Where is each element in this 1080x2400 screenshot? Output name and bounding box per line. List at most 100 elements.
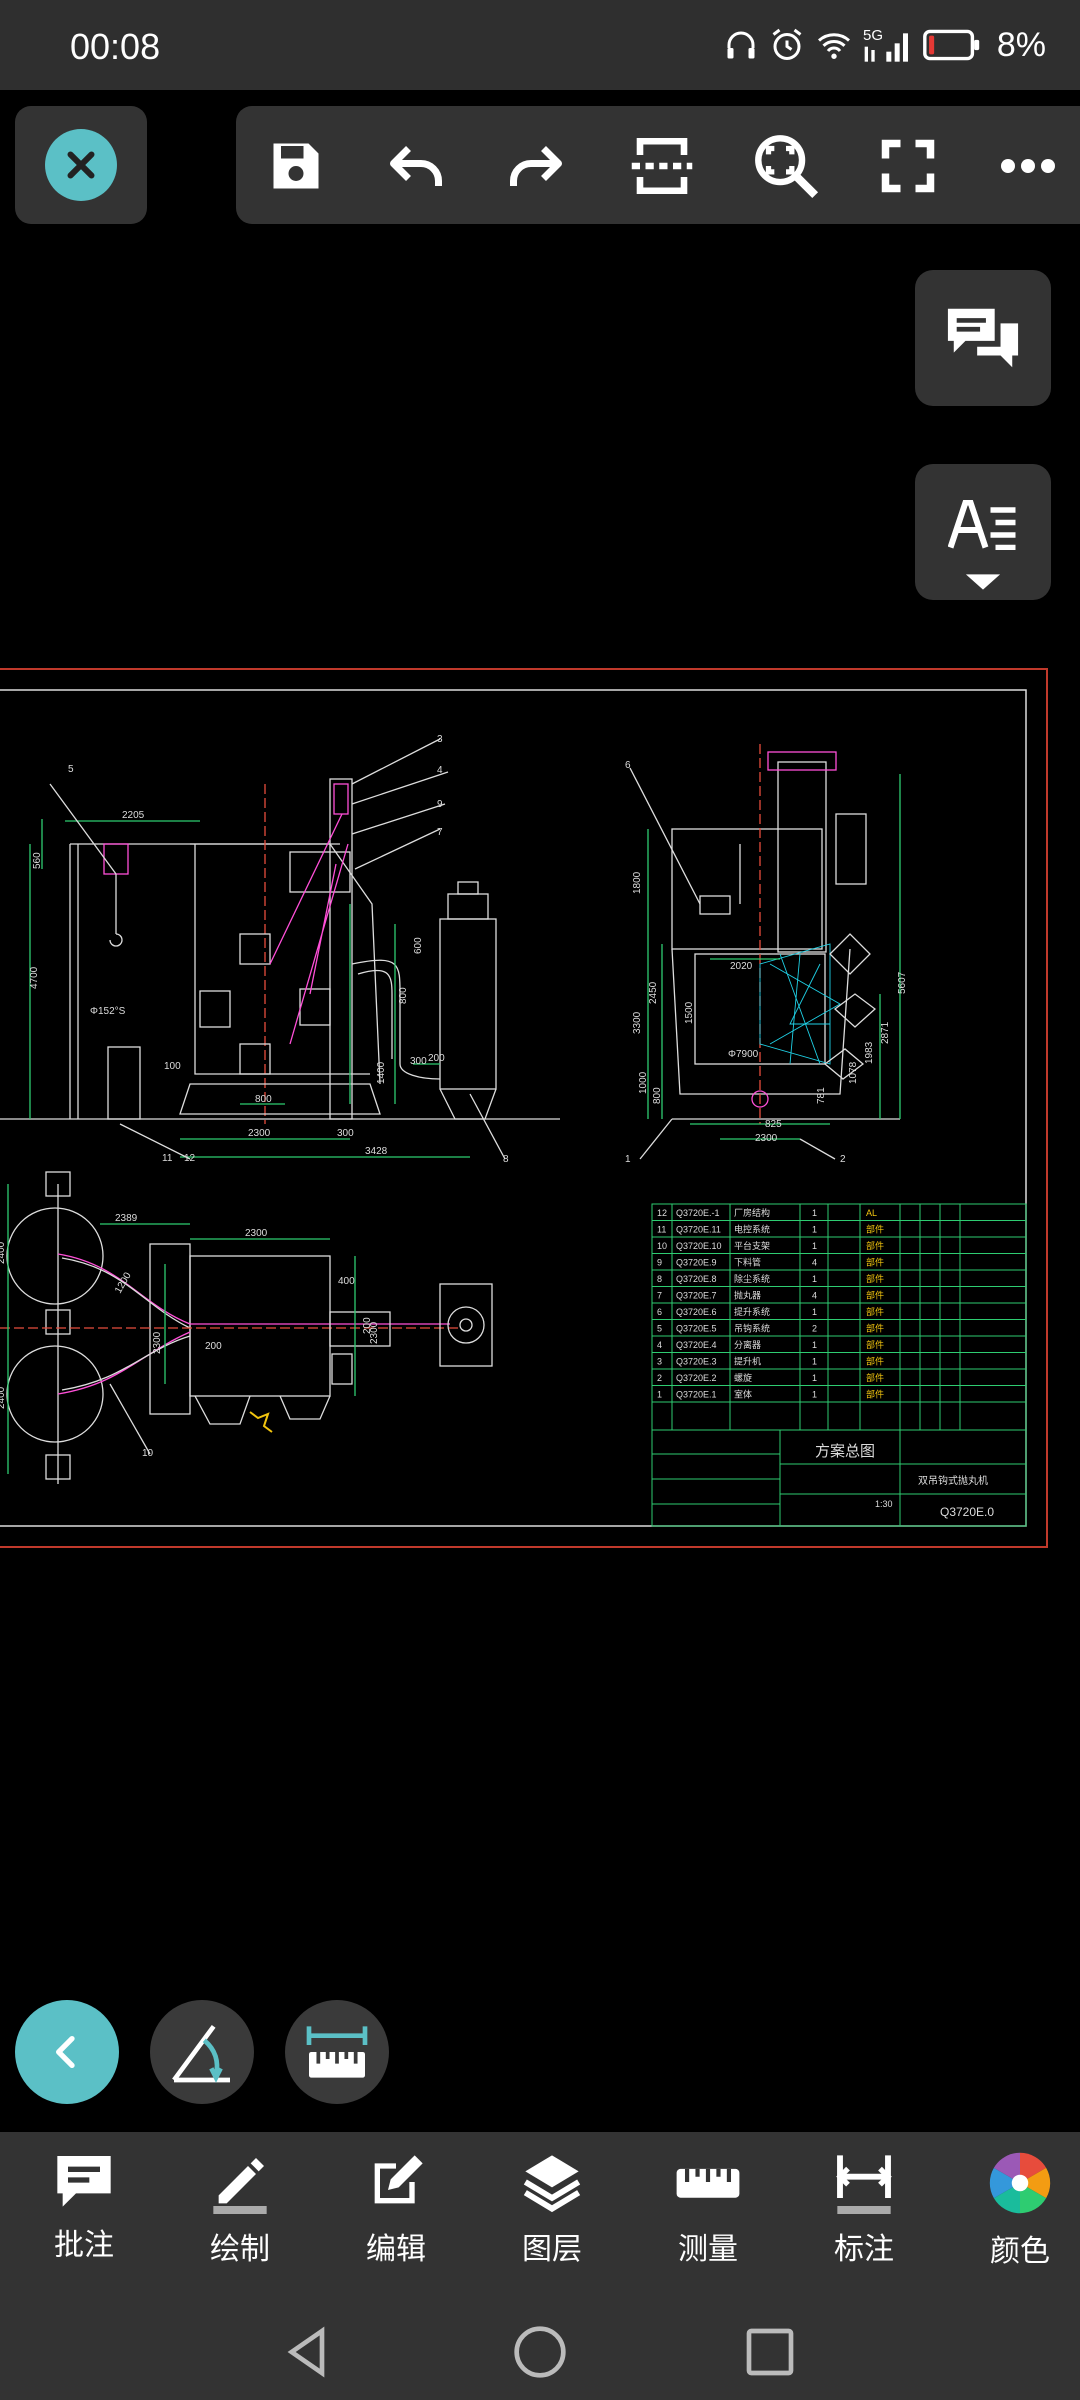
bom-cell: 4 (812, 1291, 817, 1301)
bom-cell: Q3720E.7 (676, 1291, 717, 1301)
front-view-labels: 2205 560 4700 Φ152°S 100 800 2300 300 34… (29, 734, 509, 1165)
text-style-button[interactable] (915, 464, 1051, 600)
dim-label: 200 (205, 1341, 222, 1352)
crop-area-icon[interactable] (626, 130, 698, 202)
bom-cell: 电控系统 (734, 1224, 770, 1235)
plan-view: 2300 2389 400 2300 200 2300 1200 200 240… (0, 1171, 493, 1484)
dimension-icon (836, 2155, 892, 2214)
bom-cell: 部件 (866, 1257, 884, 1268)
comments-button[interactable] (915, 270, 1051, 406)
bom-cell: 部件 (866, 1372, 884, 1383)
bom-cell: 室体 (734, 1389, 752, 1400)
angle-measure-button[interactable] (150, 2000, 254, 2104)
nav-color[interactable]: 颜色 (960, 2150, 1080, 2300)
bom-cell: 9 (657, 1258, 662, 1268)
dim-label: 100 (164, 1061, 181, 1072)
measure-ruler-icon (676, 2168, 740, 2198)
nav-draw[interactable]: 绘制 (180, 2150, 300, 2300)
bom-cell: 1 (812, 1357, 817, 1367)
bom-cell: 提升系统 (734, 1306, 770, 1317)
bom-cell: 1 (812, 1307, 817, 1317)
dim-label: 2020 (730, 961, 753, 972)
nav-layers[interactable]: 图层 (492, 2150, 612, 2300)
distance-measure-button[interactable] (285, 2000, 389, 2104)
callout-number: 9 (437, 799, 443, 810)
alarm-icon (772, 28, 802, 60)
more-icon[interactable] (992, 130, 1064, 202)
close-button[interactable] (15, 106, 147, 224)
dim-label: 2300 (248, 1128, 271, 1139)
drawing-scale: 1:30 (875, 1499, 893, 1509)
dim-label: Φ7900 (728, 1049, 759, 1060)
bom-cell: 6 (657, 1307, 662, 1317)
collapse-button[interactable] (15, 2000, 119, 2104)
dim-label: 800 (652, 1087, 663, 1104)
bom-cell: 1 (812, 1208, 817, 1218)
product-name: 双吊钩式抛丸机 (918, 1474, 988, 1487)
dim-label: 2300 (755, 1133, 778, 1144)
dim-label: 400 (338, 1276, 355, 1287)
bom-cell: 8 (657, 1274, 662, 1284)
bom-cell: Q3720E.11 (676, 1225, 721, 1235)
bom-cell: 螺旋 (734, 1372, 752, 1383)
save-icon[interactable] (260, 130, 332, 202)
redo-icon[interactable] (500, 130, 572, 202)
dim-label: 560 (32, 852, 43, 869)
dim-label: 825 (765, 1119, 782, 1130)
drawing-title: 方案总图 (815, 1442, 875, 1460)
callout-number: 2 (840, 1154, 846, 1165)
nav-dimension[interactable]: 标注 (804, 2150, 924, 2300)
nav-label: 标注 (834, 2232, 894, 2267)
undo-icon[interactable] (380, 130, 452, 202)
home-icon[interactable] (512, 2324, 568, 2380)
nav-annotate[interactable]: 批注 (24, 2150, 144, 2300)
drawing-inner-border (0, 689, 1027, 1527)
fullscreen-icon[interactable] (872, 130, 944, 202)
system-nav-bar (0, 2304, 1080, 2400)
nav-edit[interactable]: 编辑 (336, 2150, 456, 2300)
dim-label: 1000 (638, 1071, 649, 1094)
bom-cell: 12 (657, 1208, 667, 1218)
nav-label: 编辑 (366, 2232, 426, 2267)
bom-cell: AL (866, 1208, 877, 1218)
dim-label: 3300 (632, 1011, 643, 1034)
callout-number: 3 (437, 734, 443, 745)
bom-cell: Q3720E.5 (676, 1324, 717, 1334)
bom-cell: 部件 (866, 1240, 884, 1251)
dim-label: 2300 (245, 1228, 268, 1239)
comments-icon (947, 308, 1019, 368)
bottom-nav: 批注 绘制 编辑 图层 测量 标注 颜色 (0, 2132, 1080, 2304)
back-icon[interactable] (280, 2324, 336, 2380)
bom-cell: Q3720E.3 (676, 1357, 717, 1367)
nav-measure[interactable]: 测量 (648, 2150, 768, 2300)
wifi-icon (817, 33, 850, 59)
dim-label: 781 (816, 1087, 827, 1104)
side-view-labels: 1800 3300 2450 1500 2020 Φ7900 5607 2871… (625, 760, 908, 1165)
recents-icon[interactable] (742, 2324, 798, 2380)
bom-cell: Q3720E.6 (676, 1307, 717, 1317)
bom-cell: 部件 (866, 1306, 884, 1317)
bom-cell: 提升机 (734, 1356, 761, 1367)
bom-cell: 部件 (866, 1273, 884, 1284)
bom-cell: 4 (812, 1258, 817, 1268)
network-type: 5G (863, 27, 883, 44)
dim-label: 200 (362, 1317, 373, 1334)
bom-cell: 3 (657, 1357, 662, 1367)
front-view: 2205 560 4700 Φ152°S 100 800 2300 300 34… (0, 734, 560, 1165)
cad-drawing-canvas[interactable]: 2205 560 4700 Φ152°S 100 800 2300 300 34… (0, 664, 1080, 1564)
zoom-fit-icon[interactable] (750, 130, 822, 202)
bom-cell: Q3720E.-1 (676, 1208, 720, 1218)
bom-cell: Q3720E.2 (676, 1373, 717, 1383)
color-wheel-icon (989, 2152, 1051, 2214)
drawing-outer-border (0, 668, 1048, 1548)
dim-label: 2450 (648, 981, 659, 1004)
dim-label: 300 (337, 1128, 354, 1139)
dropdown-arrow-icon (965, 574, 1001, 590)
bom-cell: 部件 (866, 1389, 884, 1400)
bom-cell: 部件 (866, 1339, 884, 1350)
bom-cell: 1 (812, 1373, 817, 1383)
bom-cell: 1 (812, 1340, 817, 1350)
dim-label: 2300 (152, 1331, 163, 1354)
pencil-icon (213, 2158, 267, 2214)
